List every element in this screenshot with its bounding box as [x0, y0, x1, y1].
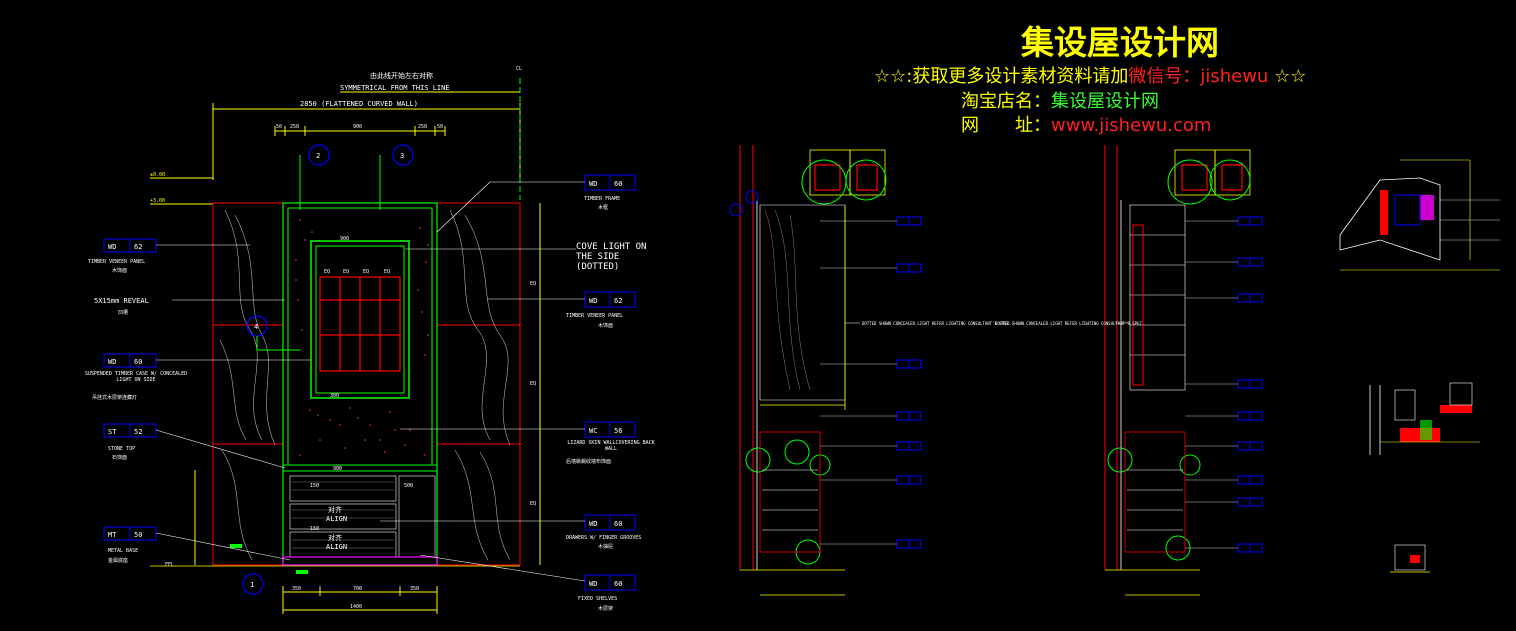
centerline-label: CL — [516, 66, 522, 72]
section-mark-3: 3 — [400, 152, 404, 160]
tag-right-3-en: LIZARD SKIN WALLCOVERING BACK WALL — [567, 440, 655, 452]
banner-url[interactable]: www.jishewu.com — [1051, 115, 1212, 136]
eq-label-1: EQ — [343, 269, 349, 275]
eq-label-2: EQ — [363, 269, 369, 275]
tag-right-1-en: COVE LIGHT ON THE SIDE (DOTTED) — [576, 242, 647, 272]
tag-right-2-cn: 木饰面 — [598, 322, 613, 329]
detail-c — [1339, 159, 1500, 271]
lizard-skin-texture — [295, 219, 427, 456]
tag-right-5-num: 60 — [614, 580, 622, 588]
banner-url-label: 网 址： — [961, 115, 1051, 136]
section-a: DOTTED SHOWN CONCEALED LIGHT REFER LIGHT… — [729, 145, 1011, 596]
tag-left-1-en: 5X15mm REVEAL — [94, 297, 149, 305]
banner-wechat: 微信号：jishewu — [1128, 66, 1269, 87]
section-b: DOTTED SHOWN CONCEALED LIGHT REFER LIGHT… — [995, 145, 1263, 596]
tag-left-2-code: WD — [108, 358, 116, 366]
dim-right-c: EQ — [530, 501, 536, 507]
dim-bottom-1: 700 — [353, 586, 362, 592]
tag-right-3-code: WC — [589, 427, 597, 435]
tag-left-4-code: MT — [108, 531, 117, 539]
dim-bottom-0: 350 — [292, 586, 301, 592]
banner-line-3: 网 址：www.jishewu.com — [961, 111, 1211, 137]
detail-d — [1369, 382, 1480, 455]
banner-shop-name: 集设屋设计网 — [1051, 91, 1159, 112]
tag-right-2-code: WD — [589, 297, 597, 305]
symmetry-note-en: SYMMETRICAL FROM THIS LINE — [340, 84, 450, 92]
detail-e — [1390, 544, 1430, 573]
overall-width-dim: 2850 (FLATTENED CURVED WALL) — [300, 100, 418, 108]
tag-right-2-num: 62 — [614, 297, 622, 305]
tag-left-0-en: TIMBER VENEER PANEL — [88, 259, 145, 265]
banner-line-2: 淘宝店名：集设屋设计网 — [961, 87, 1159, 113]
tag-left-3-num: 52 — [134, 428, 142, 436]
left-tags: WD 62 TIMBER VENEER PANEL 木饰面 5X15mm REV… — [84, 238, 311, 564]
dim-right-b: EQ — [530, 381, 536, 387]
tag-left-4-en: METAL BASE — [108, 548, 138, 554]
tag-left-4-num: 50 — [134, 531, 142, 539]
tag-right-0-en: TIMBER FRAME — [584, 196, 620, 202]
align-label-en-1: ALIGN — [326, 515, 347, 523]
level-marker-2: +3.00 — [150, 198, 165, 204]
eq-label-0: EQ — [324, 269, 330, 275]
banner-shop-label: 淘宝店名： — [961, 91, 1051, 112]
tag-right-5-cn: 木层架 — [598, 605, 613, 612]
tag-right-0-num: 60 — [614, 180, 622, 188]
tag-right-4-cn: 木抽屉 — [598, 543, 613, 550]
tag-right-0-code: WD — [589, 180, 597, 188]
tag-right-2-en: TIMBER VENEER PANEL — [566, 313, 623, 319]
dim-drawer-2: 150 — [310, 526, 319, 532]
banner-title: 集设屋设计网 — [1021, 23, 1219, 62]
section-mark-1: 1 — [250, 581, 254, 589]
dim-shelf: 500 — [404, 483, 413, 489]
dim-top-2: 900 — [353, 124, 362, 130]
tag-right-4-num: 60 — [614, 520, 622, 528]
align-label-en-2: ALIGN — [326, 543, 347, 551]
dim-counter: 900 — [333, 466, 342, 472]
dim-top-0: 50 — [276, 124, 282, 130]
right-tags: WD 60 TIMBER FRAME 木框 COVE LIGHT ON THE … — [380, 174, 655, 612]
banner-line-1-prefix: ☆☆:获取更多设计素材资料请加 — [874, 66, 1129, 87]
ffl-label: FFL — [165, 562, 174, 568]
dim-top-3: 250 — [418, 124, 427, 130]
tag-left-2-cn: 吊挂式木层架连藏灯 — [92, 394, 137, 401]
level-marker-1: ±0.00 — [150, 172, 165, 178]
tag-left-3-cn: 石饰面 — [112, 454, 127, 461]
tag-left-4-cn: 金属底座 — [108, 557, 128, 564]
dim-top-4: 50 — [437, 124, 443, 130]
section-b-note: DOTTED SHOWN CONCEALED LIGHT REFER LIGHT… — [995, 321, 1144, 326]
tag-right-4-en: DRAWERS W/ FINGER GROOVES — [566, 535, 641, 541]
dim-case-bottom: 300 — [330, 393, 339, 399]
tag-left-0-code: WD — [108, 243, 116, 251]
dim-bottom-2: 350 — [410, 586, 419, 592]
section-a-note: DOTTED SHOWN CONCEALED LIGHT REFER LIGHT… — [862, 321, 1011, 326]
align-label-cn-1: 对齐 — [328, 505, 342, 514]
tag-left-0-num: 62 — [134, 243, 142, 251]
section-mark-4: 4 — [254, 323, 258, 331]
align-label-cn-2: 对齐 — [328, 533, 342, 542]
tag-right-5-en: FIXED SHELVES — [578, 596, 617, 602]
tag-right-3-num: 56 — [614, 427, 622, 435]
dim-case-top: 900 — [340, 236, 349, 242]
tag-left-3-code: ST — [108, 428, 117, 436]
tag-left-0-cn: 木饰面 — [112, 267, 127, 274]
tag-right-0-cn: 木框 — [598, 204, 608, 211]
banner-line-1-suffix: ☆☆ — [1268, 66, 1307, 87]
tag-left-3-en: STONE TOP — [108, 446, 135, 452]
tag-right-4-code: WD — [589, 520, 597, 528]
dim-drawer-1: 150 — [310, 483, 319, 489]
eq-label-3: EQ — [384, 269, 390, 275]
dim-top-1: 250 — [290, 124, 299, 130]
banner-line-1: ☆☆:获取更多设计素材资料请加微信号：jishewu ☆☆ — [874, 62, 1306, 88]
dim-right-a: EQ — [530, 281, 536, 287]
tag-left-1-cn: 凹槽 — [118, 309, 128, 316]
tag-left-2-en: SUSPENDED TIMBER CASE W/ CONCEALED LIGHT… — [84, 371, 188, 383]
tag-right-3-cn: 后墙蜥蜴纹墙布饰面 — [566, 458, 611, 465]
tag-right-5-code: WD — [589, 580, 597, 588]
tag-left-2-num: 60 — [134, 358, 142, 366]
section-mark-2: 2 — [316, 152, 320, 160]
main-elevation: 由此线开始左右对称 SYMMETRICAL FROM THIS LINE CL … — [84, 66, 655, 614]
dim-total: 1400 — [350, 604, 362, 610]
symmetry-note-cn: 由此线开始左右对称 — [370, 71, 433, 80]
